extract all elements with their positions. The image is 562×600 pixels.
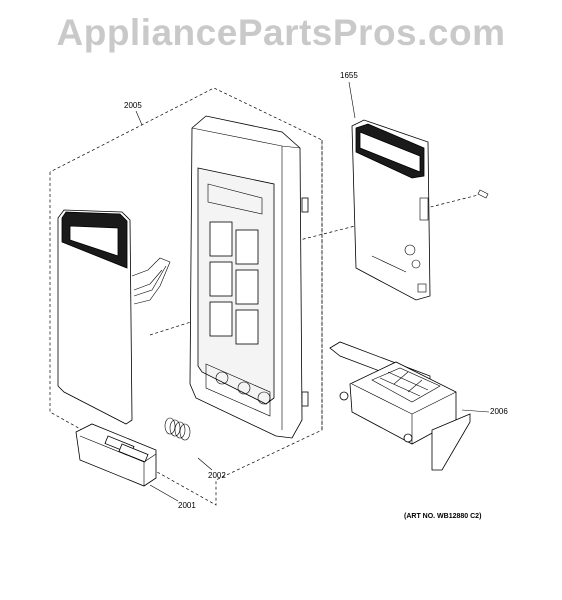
label-2005: 2005 bbox=[124, 101, 142, 110]
label-2006: 2006 bbox=[490, 407, 508, 416]
watermark-logo: AppliancePartsPros.com bbox=[56, 12, 506, 53]
part-1655-circuit-board bbox=[351, 119, 489, 301]
part-2002-spring bbox=[164, 417, 191, 441]
part-2006-latch-assembly bbox=[329, 341, 471, 471]
part-2005-control-panel bbox=[57, 209, 171, 425]
label-1655: 1655 bbox=[340, 71, 358, 80]
art-number: (ART NO. WB12880 C2) bbox=[404, 513, 481, 520]
assembly-outline-2005 bbox=[49, 87, 323, 506]
label-2001: 2001 bbox=[178, 501, 196, 510]
label-2002: 2002 bbox=[208, 471, 226, 480]
part-2001-release-button bbox=[75, 423, 157, 487]
part-control-frame bbox=[189, 115, 309, 439]
